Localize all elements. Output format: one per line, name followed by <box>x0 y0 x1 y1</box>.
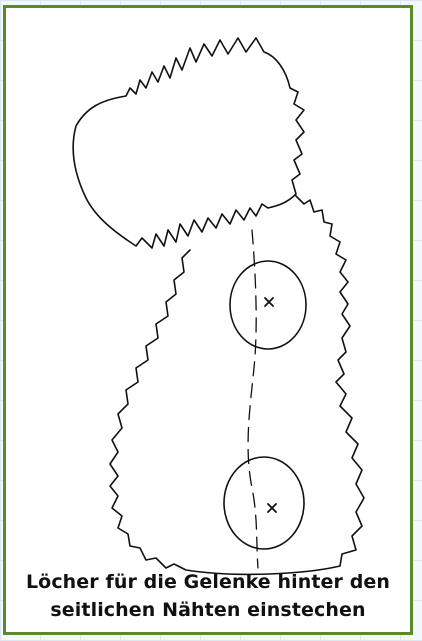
instruction-caption: Löcher für die Gelenke hinter den seitli… <box>6 568 410 624</box>
lower-joint-circle <box>224 457 304 549</box>
center-seam <box>248 230 258 568</box>
lower-joint-x-mark <box>268 504 276 512</box>
upper-joint-circle <box>230 261 306 349</box>
caption-line-1: Löcher für die Gelenke hinter den <box>6 568 410 596</box>
caption-line-2: seitlichen Nähten einstechen <box>6 596 410 624</box>
upper-joint-x-mark <box>265 298 273 306</box>
instruction-card: Löcher für die Gelenke hinter den seitli… <box>3 5 413 635</box>
body-outline <box>110 196 364 574</box>
pattern-illustration <box>6 8 413 578</box>
head-outline <box>73 38 304 248</box>
